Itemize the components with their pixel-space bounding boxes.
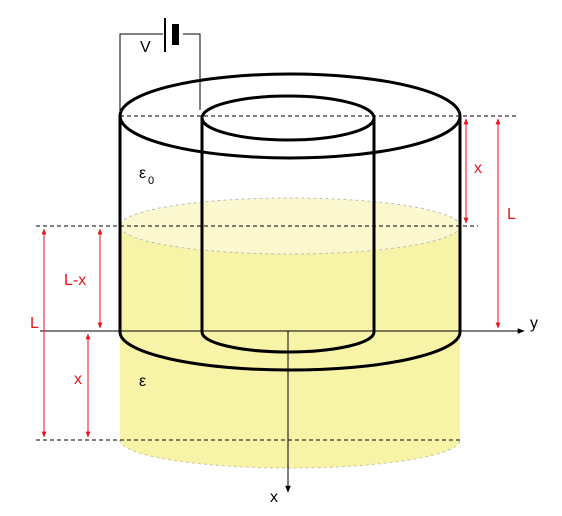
dim-label-L-right: L: [507, 206, 516, 223]
dim-label-x-top: x: [474, 160, 482, 177]
inner-cylinder-top: [200, 94, 376, 142]
epsilon-zero-label: ε: [139, 165, 146, 182]
wire-left: [119, 33, 163, 116]
dim-label-x-bottom: x: [74, 371, 82, 388]
y-axis-label: y: [530, 315, 538, 332]
wire-right: [183, 33, 201, 110]
dim-label-L-minus-x: L-x: [64, 272, 86, 289]
epsilon-label: ε: [139, 373, 146, 390]
battery-short-plate: [172, 24, 179, 45]
epsilon-zero-subscript: 0: [148, 175, 154, 187]
x-axis-label: x: [270, 489, 278, 506]
liquid-bottom-rim: [119, 439, 461, 469]
voltage-label: V: [140, 39, 151, 56]
liquid-body: [120, 226, 460, 468]
dim-label-L-left: L: [30, 315, 39, 332]
outer-cylinder-bottom: [118, 331, 462, 372]
